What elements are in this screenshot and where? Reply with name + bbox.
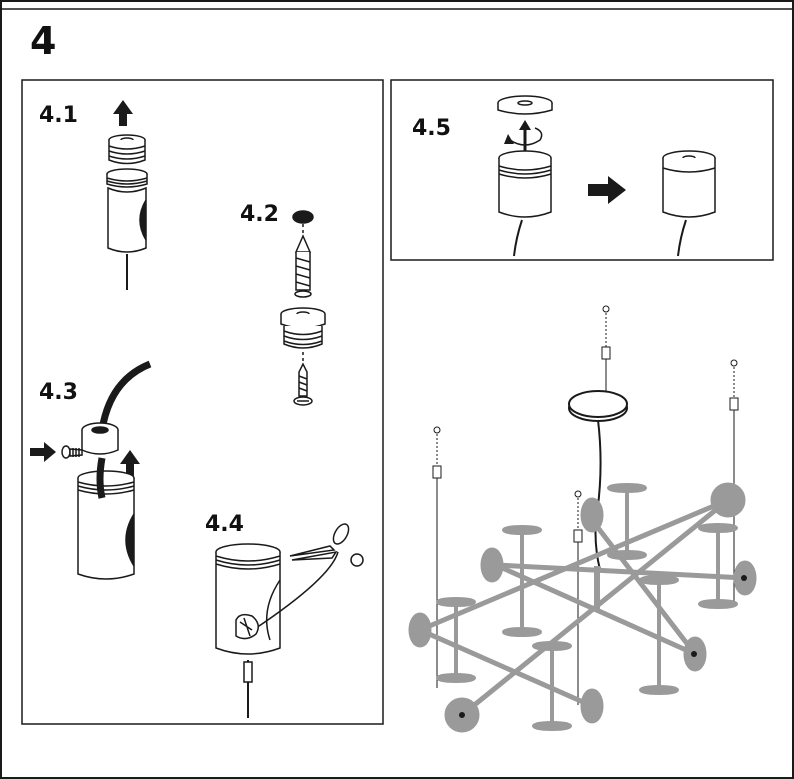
rotate-icon: [504, 127, 543, 146]
screw-icon: [293, 352, 313, 406]
step-number: 4: [30, 19, 57, 63]
arrow-right-icon: [588, 176, 626, 204]
panel-left: [21, 79, 384, 725]
arrow-up-icon: [120, 450, 140, 476]
substep-label-4-2: 4.2: [240, 202, 279, 227]
scissors-icon: [289, 523, 364, 567]
substep-label-4-5: 4.5: [412, 116, 451, 141]
step-4-1-illustration: [106, 100, 148, 290]
panel-4-5: [390, 79, 774, 261]
arrow-right-icon: [30, 442, 56, 462]
anchor-icon: [294, 234, 312, 298]
substep-label-4-4: 4.4: [205, 512, 244, 537]
substep-label-4-1: 4.1: [39, 103, 78, 128]
arrow-up-icon: [113, 100, 133, 126]
hole-icon: [292, 210, 314, 224]
chandelier-illustration: [408, 305, 757, 733]
step-4-2-illustration: [280, 210, 326, 406]
step-4-5-illustration: [497, 95, 716, 257]
screw-icon: [61, 445, 83, 459]
substep-label-4-3: 4.3: [39, 380, 78, 405]
step-4-4-illustration: [215, 523, 364, 718]
step-4-3-illustration: [30, 360, 152, 580]
